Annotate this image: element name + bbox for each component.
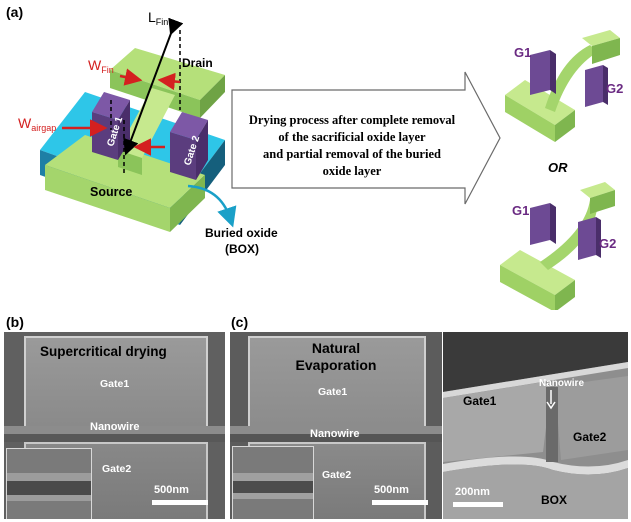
sem-b-title: Supercritical drying bbox=[40, 344, 167, 359]
sem-c2-box-label: BOX bbox=[541, 493, 568, 507]
l-fin-arrow bbox=[123, 17, 184, 156]
sem-b-gate1-label: Gate1 bbox=[100, 378, 130, 390]
sem-c-inset bbox=[232, 446, 314, 519]
sem-c2-scale-label: 200nm bbox=[455, 486, 490, 498]
sem-b-scale-bar bbox=[152, 500, 208, 505]
w-fin-arrow-right bbox=[157, 72, 181, 91]
sem-image-c: Natural Evaporation Gate1 Nanowire Gate2… bbox=[230, 332, 442, 519]
sem-b-gate2-label: Gate2 bbox=[102, 463, 132, 475]
sem-c2-scale-bar bbox=[453, 502, 503, 507]
sem-b-nanowire-band bbox=[4, 426, 225, 434]
sem-c-gate1-region bbox=[248, 336, 426, 428]
sem-c2-gate2-label: Gate2 bbox=[573, 430, 607, 444]
sem-image-c2: Gate1 Nanowire Gate2 200nm BOX bbox=[443, 332, 628, 519]
sem-c-nanowire-label: Nanowire bbox=[310, 428, 360, 440]
panel-b-label: (b) bbox=[6, 314, 24, 330]
sem-b-nanowire-label: Nanowire bbox=[90, 421, 140, 433]
sem-b-inset bbox=[6, 448, 92, 519]
drain-label: Drain bbox=[182, 56, 213, 70]
g2-top-label: G2 bbox=[606, 81, 623, 96]
g1-top-label: G1 bbox=[514, 45, 531, 60]
box-pointer-arrow bbox=[187, 184, 237, 228]
w-airgap-label: Wairgap bbox=[18, 115, 56, 133]
process-line1: Drying process after complete removal bbox=[248, 113, 456, 127]
sem-c-nanowire-band bbox=[230, 426, 442, 434]
l-fin-label: LFin bbox=[148, 9, 168, 27]
sem-c-title-line2: Evaporation bbox=[295, 357, 377, 373]
process-line3: and partial removal of the buried bbox=[263, 147, 441, 161]
sem-c2-nanowire-label: Nanowire bbox=[539, 378, 585, 389]
w-fin-label: WFin bbox=[88, 57, 114, 75]
sem-image-b: Supercritical drying Gate1 Nanowire Gate… bbox=[4, 332, 225, 519]
sem-c-scale-label: 500nm bbox=[374, 484, 409, 496]
process-line4: oxide layer bbox=[322, 164, 382, 178]
sem-b-scale-label: 500nm bbox=[154, 484, 189, 496]
sem-c-gate2-label: Gate2 bbox=[322, 469, 352, 481]
or-label: OR bbox=[548, 160, 568, 175]
sem-c2-gate1-label: Gate1 bbox=[463, 394, 497, 408]
box-label-line1: Buried oxide bbox=[205, 226, 278, 240]
sem-c-scale-bar bbox=[372, 500, 428, 505]
process-text: Drying process after complete removal of… bbox=[232, 112, 472, 180]
sem-b-gate1-region bbox=[24, 336, 208, 428]
process-line2: of the sacrificial oxide layer bbox=[278, 130, 426, 144]
sem-c-title-line1: Natural bbox=[311, 340, 361, 356]
w-fin-arrow-left bbox=[119, 68, 143, 86]
sem-c-title: Natural Evaporation bbox=[286, 340, 386, 374]
process-arrow bbox=[231, 71, 501, 205]
outcome-bottom-structure bbox=[500, 182, 615, 310]
source-label: Source bbox=[90, 185, 132, 199]
outcome-top-structure bbox=[505, 30, 620, 142]
g2-bottom-label: G2 bbox=[599, 236, 616, 251]
schematic-figure: LFin WFin Wairgap Drain Gate 1 Gate 2 So… bbox=[18, 9, 623, 310]
sem-c-gate1-label: Gate1 bbox=[318, 386, 348, 398]
g1-bottom-label: G1 bbox=[512, 203, 529, 218]
box-label-line2: (BOX) bbox=[225, 242, 259, 256]
panel-a-label: (a) bbox=[6, 4, 24, 20]
panel-c-label: (c) bbox=[231, 314, 249, 330]
